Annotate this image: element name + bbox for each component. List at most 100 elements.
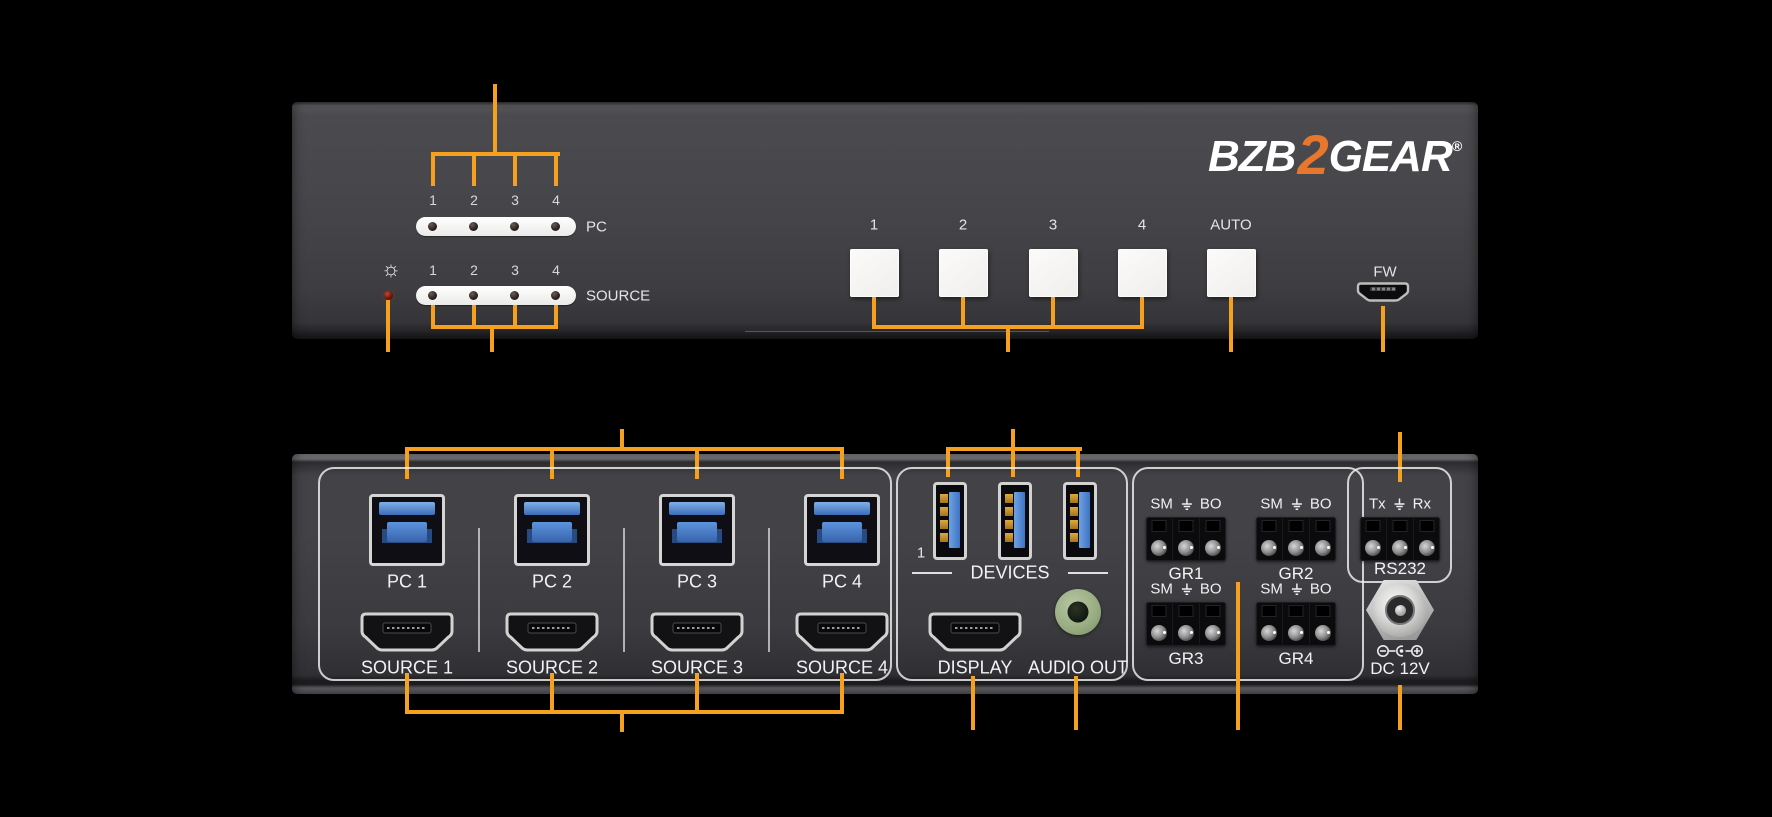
micro-usb-port bbox=[1356, 282, 1410, 302]
gr1-label: GR1 bbox=[1168, 564, 1204, 583]
callout-source-ports-bracket bbox=[405, 710, 844, 714]
gr1-pin-labels: SM BO bbox=[1150, 496, 1221, 513]
column-divider-3 bbox=[768, 528, 770, 652]
callout-pc-leds-tick-1 bbox=[431, 156, 435, 186]
gr3-label: GR3 bbox=[1168, 649, 1204, 668]
source-led-4 bbox=[551, 291, 560, 300]
logo-gear-text: GEAR bbox=[1328, 132, 1453, 181]
callout-source-ports-tick-1 bbox=[405, 673, 409, 710]
source2-port-label: SOURCE 2 bbox=[505, 657, 599, 678]
back-panel bbox=[292, 454, 1478, 694]
button-label-auto: AUTO bbox=[1210, 216, 1252, 234]
gr3-bo-label: BO bbox=[1199, 580, 1222, 598]
button-label-3: 3 bbox=[1048, 216, 1058, 234]
callout-source-leds-tick-2 bbox=[472, 305, 476, 325]
callout-buttons-tick-4 bbox=[1140, 297, 1144, 325]
callout-fw-line bbox=[1381, 306, 1385, 352]
pc-led-number-3: 3 bbox=[511, 192, 519, 208]
callout-source-ports-stem bbox=[620, 714, 624, 732]
callout-buttons-tick-1 bbox=[872, 297, 876, 325]
callout-devices-tick-2 bbox=[1011, 451, 1015, 477]
gr1-sm-label: SM bbox=[1150, 495, 1173, 513]
pc-led-strip bbox=[416, 217, 576, 236]
gr4-sm-label: SM bbox=[1260, 580, 1283, 598]
source-led-number-1: 1 bbox=[429, 262, 437, 278]
callout-pc-ports-tick-2 bbox=[550, 451, 554, 479]
dc-12v-label: DC 12V bbox=[1370, 659, 1430, 678]
column-divider-2 bbox=[623, 528, 625, 652]
hdmi-port-source4 bbox=[795, 612, 889, 652]
hdmi-port-source1 bbox=[360, 612, 454, 652]
ground-icon bbox=[1181, 498, 1192, 510]
audio-out-jack bbox=[1055, 589, 1101, 635]
kvm-ports-group-outline bbox=[318, 467, 892, 681]
power-led bbox=[384, 291, 393, 300]
pc-led-number-1: 1 bbox=[429, 192, 437, 208]
gr4-bo-label: BO bbox=[1309, 580, 1332, 598]
front-panel-seam bbox=[745, 328, 1049, 332]
callout-source-ports-tick-4 bbox=[840, 673, 844, 710]
callout-source-ports-tick-2 bbox=[550, 673, 554, 710]
callout-pc-ports-stem bbox=[620, 429, 624, 447]
callout-pc-ports-bracket bbox=[405, 447, 844, 451]
callout-power-led-line bbox=[386, 300, 390, 352]
rs232-tx-label: Tx bbox=[1368, 495, 1386, 513]
usb-b-port-pc1 bbox=[369, 494, 445, 566]
source-led-strip bbox=[416, 286, 576, 305]
callout-source-leds-bracket bbox=[431, 325, 558, 329]
source-led-1 bbox=[428, 291, 437, 300]
audio-out-label: AUDIO OUT bbox=[1027, 657, 1129, 678]
console-ports-group-outline bbox=[896, 467, 1128, 681]
devices-dash-right bbox=[1068, 572, 1108, 574]
relay-ports-group-outline bbox=[1132, 467, 1364, 681]
callout-source-ports-tick-3 bbox=[695, 673, 699, 710]
callout-pc-leds-stem bbox=[493, 84, 497, 152]
hdmi-port-source2 bbox=[505, 612, 599, 652]
callout-gr-line bbox=[1236, 582, 1240, 730]
callout-buttons-tick-3 bbox=[1051, 297, 1055, 325]
gr4-label: GR4 bbox=[1278, 649, 1314, 668]
source4-port-label: SOURCE 4 bbox=[795, 657, 889, 678]
gr1-terminal-block bbox=[1146, 517, 1226, 561]
callout-auto-line bbox=[1229, 297, 1233, 352]
button-label-2: 2 bbox=[958, 216, 968, 234]
ground-icon bbox=[1181, 583, 1192, 595]
source3-port-label: SOURCE 3 bbox=[650, 657, 744, 678]
callout-pc-ports-tick-4 bbox=[840, 451, 844, 479]
select-button-1 bbox=[850, 249, 899, 297]
fw-label: FW bbox=[1373, 263, 1397, 281]
gr2-label: GR2 bbox=[1278, 564, 1314, 583]
dc-polarity-icon bbox=[1377, 645, 1423, 657]
usb-a-port-device1 bbox=[933, 482, 967, 560]
rs232-rx-label: Rx bbox=[1412, 495, 1432, 513]
callout-source-leds-stem bbox=[490, 329, 494, 352]
pc-led-3 bbox=[510, 222, 519, 231]
callout-devices-tick-1 bbox=[946, 451, 950, 477]
callout-pc-leds-bracket bbox=[431, 152, 560, 156]
gr1-bo-label: BO bbox=[1199, 495, 1222, 513]
pc3-port-label: PC 3 bbox=[676, 571, 718, 592]
callout-pc-leds-tick-4 bbox=[554, 156, 558, 186]
usb-b-port-pc3 bbox=[659, 494, 735, 566]
logo-bzb-text: BZB bbox=[1208, 132, 1296, 181]
callout-buttons-tick-2 bbox=[961, 297, 965, 325]
callout-devices-tick-3 bbox=[1076, 451, 1080, 477]
ground-icon bbox=[1394, 498, 1405, 510]
source-led-number-2: 2 bbox=[470, 262, 478, 278]
callout-pc-ports-tick-1 bbox=[405, 451, 409, 479]
gr2-sm-label: SM bbox=[1260, 495, 1283, 513]
source1-port-label: SOURCE 1 bbox=[360, 657, 454, 678]
source-led-2 bbox=[469, 291, 478, 300]
callout-buttons-bracket bbox=[872, 325, 1144, 329]
hdmi-port-source3 bbox=[650, 612, 744, 652]
auto-button bbox=[1207, 249, 1256, 297]
logo-registered-mark: ® bbox=[1451, 138, 1462, 154]
pc-led-4 bbox=[551, 222, 560, 231]
gr3-sm-label: SM bbox=[1150, 580, 1173, 598]
hdmi-port-display bbox=[928, 612, 1022, 652]
usb-a-port-device3 bbox=[1063, 482, 1097, 560]
callout-pc-leds-tick-3 bbox=[513, 156, 517, 186]
gr4-pin-labels: SM BO bbox=[1260, 581, 1331, 598]
